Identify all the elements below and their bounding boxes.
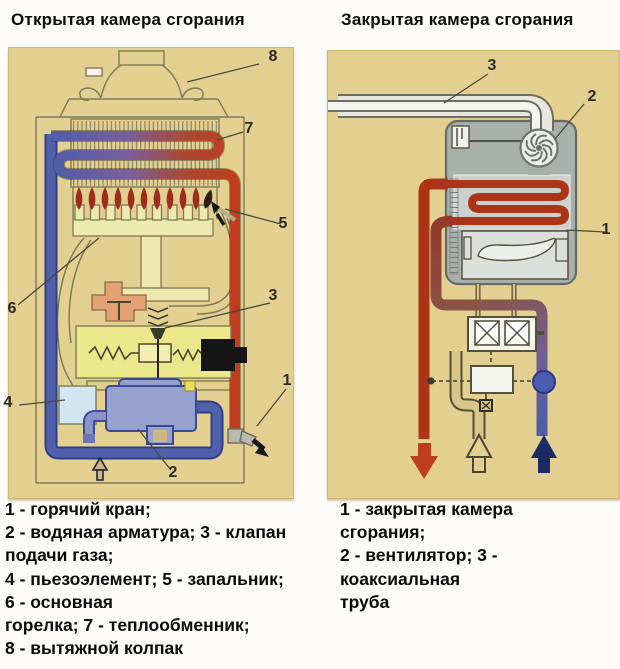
- left-caption: 1 - горячий кран; 2 - водяная арматура; …: [5, 499, 287, 659]
- label-fan: 2: [587, 88, 597, 105]
- right-caption: 1 - закрытая камера сгорания; 2 - вентил…: [340, 499, 513, 612]
- closed-chamber-diagram: [327, 50, 620, 499]
- cold-water-pipe: [430, 215, 548, 436]
- label-gas-valve: 3: [268, 287, 278, 304]
- label-hood: 8: [268, 48, 278, 65]
- cold-water-pipe: [44, 134, 224, 460]
- cold-inlet-arrow: [91, 456, 109, 481]
- label-coaxial-pipe: 3: [487, 57, 497, 74]
- open-chamber-drawing: [17, 50, 287, 484]
- water-armature: [83, 378, 197, 445]
- right-diagram-title: Закрытая камера сгорания: [341, 10, 574, 29]
- coaxial-pipe: [328, 94, 554, 131]
- hot-out-arrow: [410, 443, 438, 479]
- gas-in-arrow: [465, 432, 493, 473]
- label-piezo: 4: [3, 394, 13, 411]
- left-diagram-title: Открытая камера сгорания: [11, 10, 245, 29]
- label-heat-exchanger: 7: [244, 120, 254, 137]
- label-closed-chamber: 1: [601, 221, 611, 238]
- hot-water-tap: [227, 428, 269, 457]
- burner-flames: [75, 187, 213, 210]
- label-hot-tap: 1: [282, 372, 292, 389]
- pilot-igniter: [211, 201, 237, 226]
- closed-chamber-drawing: [328, 73, 606, 479]
- label-pilot: 5: [278, 215, 288, 232]
- fan-icon: [519, 128, 559, 175]
- label-water-armature: 2: [168, 464, 178, 481]
- gas-valve-block: [467, 316, 544, 352]
- gas-pipe: [449, 351, 486, 439]
- main-burner: [72, 204, 214, 302]
- water-valve-ball: [532, 370, 556, 394]
- open-chamber-diagram: [8, 47, 294, 499]
- leader-lines: [17, 63, 287, 471]
- leader-lines: [443, 73, 606, 233]
- heat-exchanger-coil: [51, 130, 241, 429]
- label-burner: 6: [7, 300, 17, 317]
- solenoid-valve: [201, 339, 247, 371]
- control-unit: [427, 351, 556, 412]
- heat-exchanger-fins: [73, 121, 217, 186]
- hot-water-pipe: [418, 178, 570, 439]
- cold-in-arrow: [531, 435, 557, 473]
